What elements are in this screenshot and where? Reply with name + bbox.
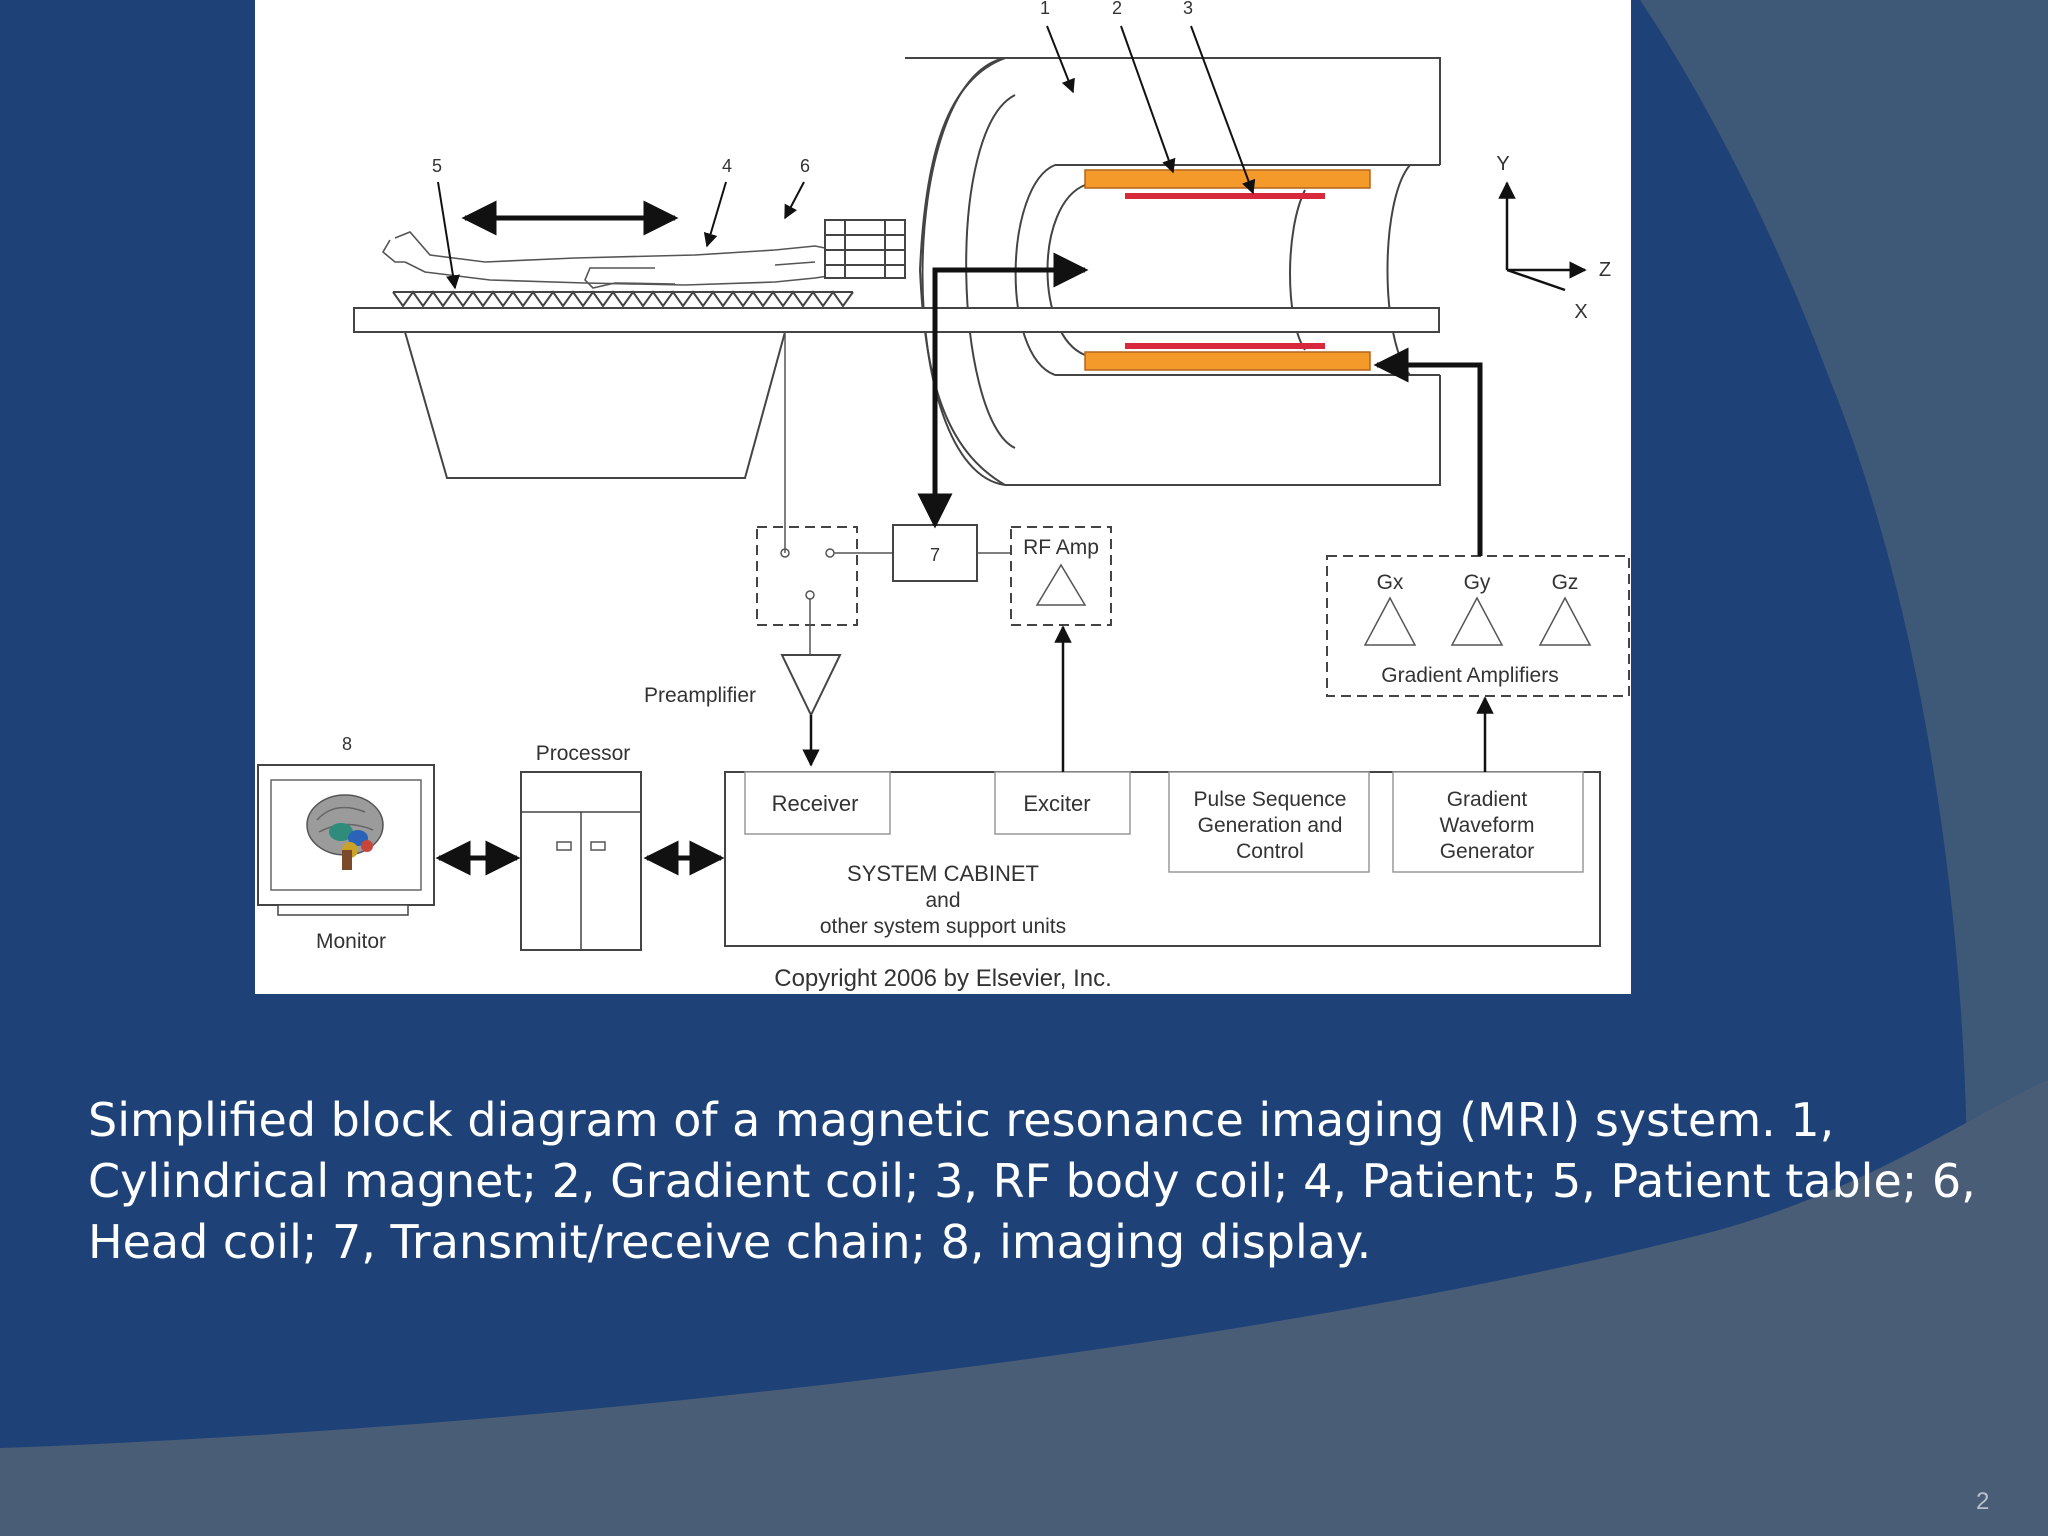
transmit-receive-chain-box — [892, 524, 978, 582]
tr-switch-contacts — [780, 548, 835, 600]
axis-x-label: X — [1574, 301, 1587, 323]
right-swoosh — [1640, 0, 2048, 1536]
axis-y-label: Y — [1496, 153, 1509, 175]
pulse-sequence-label-1: Pulse Sequence — [1194, 788, 1347, 811]
exciter-box — [994, 771, 1131, 835]
callout-1: 1 — [1040, 0, 1050, 18]
rf-amp-label: RF Amp — [1023, 536, 1099, 559]
gz-label: Gz — [1552, 571, 1579, 594]
patient-table — [353, 290, 1440, 479]
callout-3: 3 — [1183, 0, 1193, 18]
callout-5: 5 — [432, 156, 442, 176]
rf-coil-top — [1125, 193, 1325, 199]
mri-block-diagram: 1 2 3 5 4 6 Y Z X 7 RF Amp Preamplifier — [255, 0, 1631, 994]
monitor-stand — [277, 904, 409, 916]
system-cabinet-label-2: and — [925, 889, 960, 912]
patient — [381, 231, 879, 289]
rf-coil-bottom — [1125, 343, 1325, 349]
processor-label: Processor — [536, 742, 631, 765]
bottom-swoosh — [0, 1080, 2048, 1536]
slide-caption: Simplified block diagram of a magnetic r… — [88, 1093, 1976, 1269]
pulse-sequence-label-3: Control — [1236, 840, 1304, 863]
gradient-waveform-label-1: Gradient — [1447, 788, 1528, 811]
gradient-amp-triangles — [1363, 596, 1592, 646]
callout-6: 6 — [800, 156, 810, 176]
tr-switch — [756, 526, 858, 626]
processor-handle-right — [590, 841, 606, 851]
coordinate-axes — [1498, 181, 1587, 292]
rf-amp-triangle — [1035, 563, 1087, 606]
gradient-waveform-label-2: Waveform — [1440, 814, 1535, 837]
callout-8: 8 — [342, 734, 352, 754]
pulse-sequence-box — [1168, 771, 1370, 873]
brain-scan-image — [306, 794, 384, 870]
callout-2: 2 — [1112, 0, 1122, 18]
gradient-feed-arrow — [1373, 347, 1483, 556]
gradient-waveform-label-3: Generator — [1440, 840, 1535, 863]
gy-label: Gy — [1464, 571, 1491, 594]
processor-handle-left — [556, 841, 572, 851]
head-coil — [824, 219, 906, 279]
receiver-label: Receiver — [772, 791, 859, 816]
gx-label: Gx — [1377, 571, 1404, 594]
exciter-label: Exciter — [1023, 791, 1090, 816]
system-cabinet-label-3: other system support units — [820, 915, 1066, 938]
callout-4: 4 — [722, 156, 732, 176]
callout-7: 7 — [930, 545, 940, 565]
copyright-text: Copyright 2006 by Elsevier, Inc. — [774, 965, 1112, 992]
receiver-box — [744, 771, 891, 835]
monitor-label: Monitor — [316, 930, 386, 953]
gradient-waveform-box — [1392, 771, 1584, 873]
preamplifier-label: Preamplifier — [644, 684, 756, 707]
gradient-coil-bottom — [1084, 351, 1371, 371]
slide-number: 2 — [1976, 1488, 1990, 1515]
axis-z-label: Z — [1599, 259, 1611, 281]
gradient-amplifiers-label: Gradient Amplifiers — [1381, 664, 1558, 687]
callout-pointers — [437, 25, 1256, 290]
preamplifier-triangle — [780, 654, 842, 718]
system-cabinet-label-1: SYSTEM CABINET — [847, 861, 1039, 886]
pulse-sequence-label-2: Generation and — [1198, 814, 1343, 837]
rf-feed-arrow — [917, 252, 1089, 529]
gradient-coil-top — [1084, 169, 1371, 189]
